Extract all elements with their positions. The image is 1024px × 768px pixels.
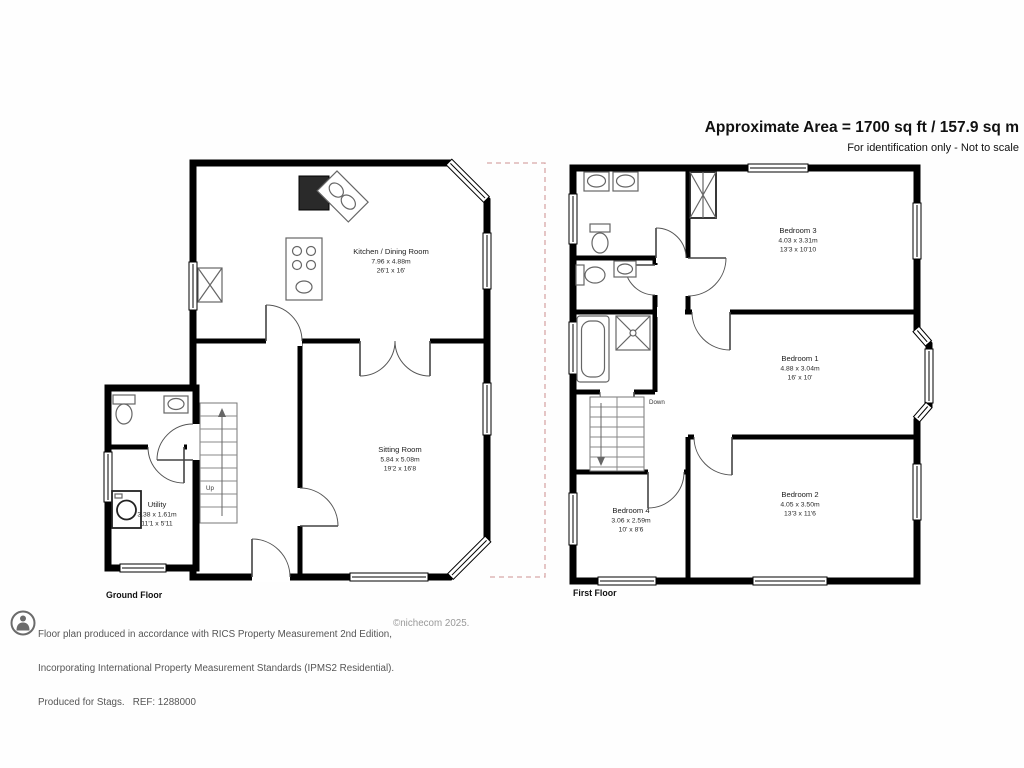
rics-person-logo-icon: [10, 610, 36, 636]
window: [445, 158, 491, 204]
ground-floor-label: Ground Floor: [106, 590, 163, 600]
toilet-icon: [112, 394, 136, 425]
window: [597, 576, 657, 586]
room-name: Bedroom 3: [779, 226, 816, 235]
window: [446, 535, 492, 581]
door-arc: [147, 446, 185, 484]
door-arc: [687, 257, 727, 297]
window: [912, 401, 933, 423]
room-dim-metric: 3.06 x 2.59m: [611, 518, 651, 525]
footer-line-3: Produced for Stags. REF: 1288000: [38, 696, 196, 708]
window: [103, 451, 113, 503]
stairs-down: Down: [589, 396, 665, 472]
sink-icon: [583, 171, 610, 192]
bedroom2-label: Bedroom 2 4.05 x 3.50m 13'3 x 11'6: [780, 490, 820, 518]
sink-icon: [163, 395, 189, 414]
room-dim-imperial: 13'3 x 11'6: [784, 511, 816, 518]
copyright-text: ©nichecom 2025.: [393, 618, 470, 629]
disclaimer-text: For identification only - Not to scale: [847, 142, 1019, 154]
door-arc: [647, 471, 685, 509]
stairs-down-label: Down: [649, 399, 665, 406]
room-name: Sitting Room: [378, 445, 421, 454]
door-arc: [691, 311, 731, 351]
door-arc: [299, 487, 339, 527]
utility-label: Utility 3.38 x 1.61m 11'1 x 5'11: [137, 500, 177, 528]
ground-windows: [103, 158, 492, 582]
room-name: Bedroom 4: [612, 506, 649, 515]
footer: Floor plan produced in accordance with R…: [10, 606, 1014, 708]
first-floor-plan: Down Bedroom 3 4.03 x 3.31m 13'3 x 10'10…: [568, 163, 934, 598]
front-door-arc: [251, 538, 291, 578]
window: [349, 572, 429, 582]
window: [912, 463, 922, 521]
room-dim-metric: 5.84 x 5.08m: [380, 457, 420, 464]
room-name: Utility: [148, 500, 167, 509]
window: [912, 202, 922, 260]
approximate-area-text: Approximate Area = 1700 sq ft / 157.9 sq…: [704, 119, 1019, 136]
dashed-boundary: [487, 162, 546, 578]
first-door-gaps: [600, 253, 732, 477]
bedroom3-label: Bedroom 3 4.03 x 3.31m 13'3 x 10'10: [778, 226, 818, 254]
kitchen-sink-icon: [316, 170, 369, 223]
bedroom4-label: Bedroom 4 3.06 x 2.59m 10' x 8'6: [611, 506, 651, 534]
window: [747, 163, 809, 173]
room-dim-imperial: 19'2 x 16'8: [384, 466, 417, 473]
room-dim-metric: 4.03 x 3.31m: [778, 238, 818, 245]
toilet-icon: [589, 223, 611, 254]
window: [924, 348, 934, 404]
window: [568, 492, 578, 546]
stairs-up: Up: [199, 402, 238, 524]
window: [752, 576, 828, 586]
shower-icon: [615, 315, 651, 351]
footer-line-1: Floor plan produced in accordance with R…: [38, 629, 392, 641]
room-dim-imperial: 10' x 8'6: [619, 527, 644, 534]
room-dim-imperial: 16' x 10': [788, 375, 813, 382]
bedroom1-label: Bedroom 1 4.88 x 3.04m 16' x 10': [780, 354, 820, 382]
room-dim-metric: 3.38 x 1.61m: [137, 512, 177, 519]
room-dim-imperial: 13'3 x 10'10: [780, 247, 816, 254]
double-door-arc: [359, 340, 431, 377]
window: [568, 193, 578, 245]
airing-cupboard-icon: [689, 171, 717, 219]
ground-doors: [147, 304, 431, 578]
room-dim-imperial: 26'1 x 16': [377, 268, 406, 275]
first-windows: [568, 163, 934, 586]
bath-icon: [576, 315, 610, 383]
window: [568, 321, 578, 375]
window: [119, 563, 167, 573]
stairs-up-label: Up: [206, 485, 214, 492]
cupboard-icon: [197, 267, 223, 303]
sitting-room-label: Sitting Room 5.84 x 5.08m 19'2 x 16'8: [378, 445, 421, 473]
window: [912, 325, 933, 347]
room-name: Bedroom 2: [781, 490, 818, 499]
kitchen-island-hob-icon: [285, 237, 323, 301]
sink-icon: [613, 260, 637, 278]
room-name: Bedroom 1: [781, 354, 818, 363]
door-arc: [265, 304, 303, 342]
sink-icon: [612, 171, 639, 192]
footer-line-2: Incorporating International Property Mea…: [38, 663, 395, 675]
first-floor-label: First Floor: [573, 588, 617, 598]
window: [482, 382, 492, 436]
room-dim-imperial: 11'1 x 5'11: [141, 521, 173, 528]
door-arc: [693, 436, 733, 476]
door-arc: [655, 227, 687, 259]
room-dim-metric: 4.05 x 3.50m: [780, 502, 820, 509]
room-dim-metric: 7.96 x 4.88m: [371, 259, 411, 266]
toilet-icon: [575, 264, 606, 286]
room-dim-metric: 4.88 x 3.04m: [780, 366, 820, 373]
washing-machine-icon: [111, 490, 142, 529]
ground-floor-plan: Up Kitchen / Dining Room 7.96 x 4.88m 26…: [103, 158, 546, 600]
kitchen-label: Kitchen / Dining Room 7.96 x 4.88m 26'1 …: [353, 247, 429, 275]
window: [482, 232, 492, 290]
door-arc: [156, 423, 194, 461]
window: [188, 261, 198, 311]
room-name: Kitchen / Dining Room: [353, 247, 429, 256]
footer-text: Floor plan produced in accordance with R…: [38, 607, 394, 730]
